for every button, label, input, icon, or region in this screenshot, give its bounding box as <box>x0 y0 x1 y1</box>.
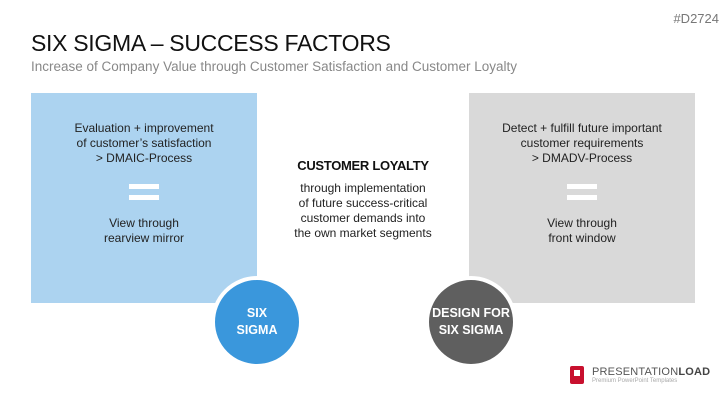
circle-label: SIX SIGMA <box>438 323 504 337</box>
six-sigma-box: Evaluation + improvement of customer’s s… <box>31 93 257 303</box>
logo-name-bold: LOAD <box>678 366 711 378</box>
center-text-line: the own market segments <box>294 226 432 240</box>
logo-tagline: Premium PowerPoint Templates <box>592 378 678 384</box>
slide-code: #D2724 <box>673 11 719 26</box>
box-text-line: front window <box>548 231 616 245</box>
logo-name: PRESENTATION <box>592 366 679 378</box>
equals-icon <box>129 184 159 200</box>
circle-label: SIGMA <box>236 323 278 337</box>
box-text-line: Evaluation + improvement <box>74 121 214 135</box>
box-text-line: > DMADV-Process <box>531 151 633 165</box>
slide-title: SIX SIGMA – SUCCESS FACTORS <box>31 30 391 56</box>
six-sigma-circle: SIX SIGMA <box>211 276 303 368</box>
logo-icon <box>570 366 584 384</box>
center-heading: CUSTOMER LOYALTY <box>297 158 429 173</box>
center-text-line: through implementation <box>300 181 426 195</box>
customer-loyalty-block: CUSTOMER LOYALTY through implementation … <box>260 158 466 241</box>
box-text-line: Detect + fulfill future important <box>502 121 662 135</box>
slide-subtitle: Increase of Company Value through Custom… <box>31 59 517 74</box>
presentationload-logo: PRESENTATIONLOAD Premium PowerPoint Temp… <box>570 366 710 384</box>
box-text-line: of customer’s satisfaction <box>76 136 212 150</box>
box-text-line: > DMAIC-Process <box>95 151 193 165</box>
box-text-line: View through <box>109 216 179 230</box>
design-for-six-sigma-circle: DESIGN FOR SIX SIGMA <box>425 276 517 368</box>
design-for-six-sigma-box: Detect + fulfill future important custom… <box>469 93 695 303</box>
box-text-line: customer requirements <box>520 136 644 150</box>
center-text-line: of future success-critical <box>298 196 428 210</box>
box-text-line: View through <box>547 216 617 230</box>
circle-label: SIX <box>246 306 268 320</box>
center-text-line: customer demands into <box>300 211 426 225</box>
circle-label: DESIGN FOR <box>432 306 510 320</box>
box-text-line: rearview mirror <box>103 231 184 245</box>
equals-icon <box>567 184 597 200</box>
